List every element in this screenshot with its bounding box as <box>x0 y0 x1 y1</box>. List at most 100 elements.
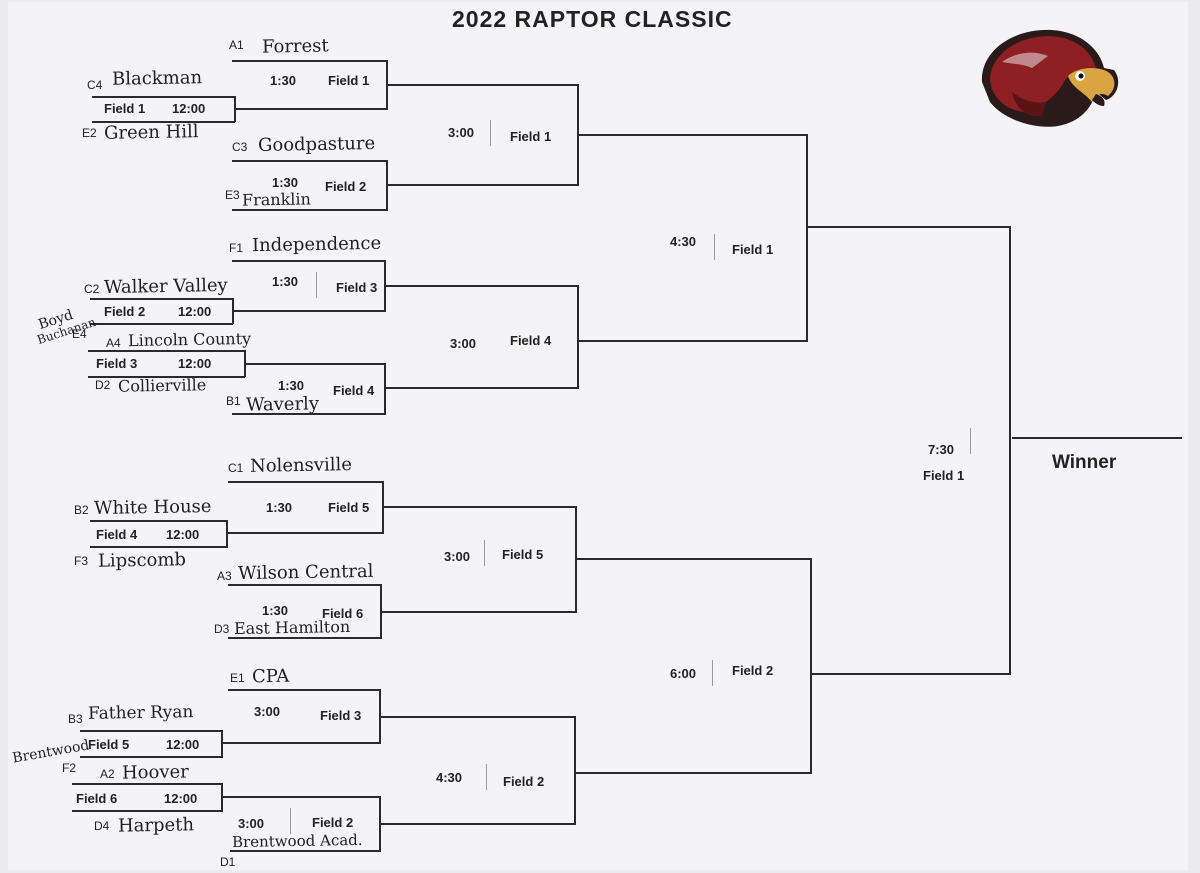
bracket-line <box>806 134 808 341</box>
bracket-line <box>90 298 233 300</box>
divider <box>316 272 317 298</box>
team-name: Wilson Central <box>237 560 374 585</box>
bracket-line <box>226 520 228 547</box>
seed-label: E2 <box>82 126 97 140</box>
bracket-line <box>228 481 384 483</box>
bracket-line <box>811 673 1011 675</box>
bracket-line <box>807 226 1011 228</box>
team-name: Green Hill <box>103 121 199 144</box>
bracket-line <box>88 350 245 352</box>
bracket-line <box>380 823 576 825</box>
bracket-line <box>576 558 812 560</box>
bracket-line <box>90 323 233 325</box>
game-field: Field 1 <box>510 129 552 144</box>
seed-label: D1 <box>220 855 236 869</box>
seed-label: D3 <box>214 622 230 636</box>
seed-label: D4 <box>94 819 110 833</box>
game-time: 1:30 <box>272 274 299 289</box>
team-name: Forrest <box>261 35 329 58</box>
bracket-line <box>88 376 245 378</box>
bracket-line <box>232 160 388 162</box>
team-name: Independence <box>251 232 382 257</box>
bracket-line <box>381 611 577 613</box>
divider <box>714 234 715 260</box>
seed-label: E4 <box>72 327 87 341</box>
bracket-line <box>228 584 382 586</box>
game-time: 12:00 <box>166 527 200 542</box>
bracket-line <box>578 134 808 136</box>
seed-label: B2 <box>74 503 89 517</box>
bracket-line <box>92 96 235 98</box>
game-time: 12:00 <box>166 737 200 752</box>
divider <box>290 808 291 834</box>
game-field: Field 5 <box>502 547 544 562</box>
seed-label: D2 <box>95 378 111 392</box>
team-name: Nolensville <box>249 454 353 477</box>
game-field: Field 1 <box>732 242 774 257</box>
bracket-line <box>80 756 223 758</box>
bracket-line <box>1012 437 1182 439</box>
bracket-paper <box>8 2 1188 870</box>
game-time: 3:00 <box>444 549 471 564</box>
seed-label: E3 <box>225 188 240 202</box>
game-time: 3:00 <box>448 125 475 140</box>
game-time: 3:00 <box>254 704 281 719</box>
game-field: Field 2 <box>312 815 354 830</box>
team-name: Brentwood Acad. <box>231 830 363 852</box>
game-time: 1:30 <box>262 603 289 618</box>
bracket-line <box>72 810 223 812</box>
seed-label: A2 <box>100 767 115 781</box>
game-field: Field 6 <box>322 606 364 621</box>
bracket-line <box>222 742 381 744</box>
seed-label: F1 <box>229 241 244 255</box>
bracket-line <box>228 689 381 691</box>
bracket-line <box>577 285 579 388</box>
team-name: Walker Valley <box>103 274 228 299</box>
bracket-line <box>244 363 386 365</box>
bracket-line <box>90 520 228 522</box>
bracket-line <box>385 387 579 389</box>
divider <box>712 660 713 686</box>
bracket-line <box>578 340 808 342</box>
bracket-line <box>228 532 384 534</box>
bracket-line <box>222 796 381 798</box>
game-field: Field 1 <box>328 73 370 88</box>
page-title: 2022 RAPTOR CLASSIC <box>452 6 733 32</box>
game-field: Field 5 <box>328 500 370 515</box>
winner-label: Winner <box>1052 452 1117 473</box>
seed-label: A3 <box>217 569 232 583</box>
team-name: Waverly <box>245 393 320 416</box>
game-time: 12:00 <box>172 101 206 116</box>
game-field: Field 2 <box>325 179 367 194</box>
team-name: Collierville <box>117 375 207 396</box>
bracket-line <box>576 772 812 774</box>
bracket-line <box>380 716 576 718</box>
game-field: Field 2 <box>732 663 774 678</box>
bracket-line <box>574 716 576 824</box>
bracket-line <box>1009 226 1011 675</box>
game-field: Field 1 <box>104 101 146 116</box>
game-time: 1:30 <box>272 175 299 190</box>
game-field: Field 3 <box>320 708 362 723</box>
bracket-line <box>72 783 223 785</box>
divider <box>486 764 487 790</box>
seed-label: B3 <box>68 712 83 726</box>
game-time: 1:30 <box>266 500 293 515</box>
game-time: 3:00 <box>450 336 477 351</box>
team-name: Goodpasture <box>257 132 376 157</box>
game-time: 4:30 <box>670 234 697 249</box>
seed-label: A1 <box>229 38 244 52</box>
bracket-line <box>90 546 228 548</box>
game-time: 4:30 <box>436 770 463 785</box>
bracket-line <box>383 506 577 508</box>
game-field: Field 1 <box>923 468 965 483</box>
divider <box>484 540 485 566</box>
game-time: 12:00 <box>178 356 212 371</box>
seed-label: E1 <box>230 671 245 685</box>
bracket-line <box>387 84 579 86</box>
team-name: Blackman <box>111 67 203 90</box>
game-time: 7:30 <box>928 442 955 457</box>
game-field: Field 3 <box>336 280 378 295</box>
bracket-line <box>385 285 579 287</box>
